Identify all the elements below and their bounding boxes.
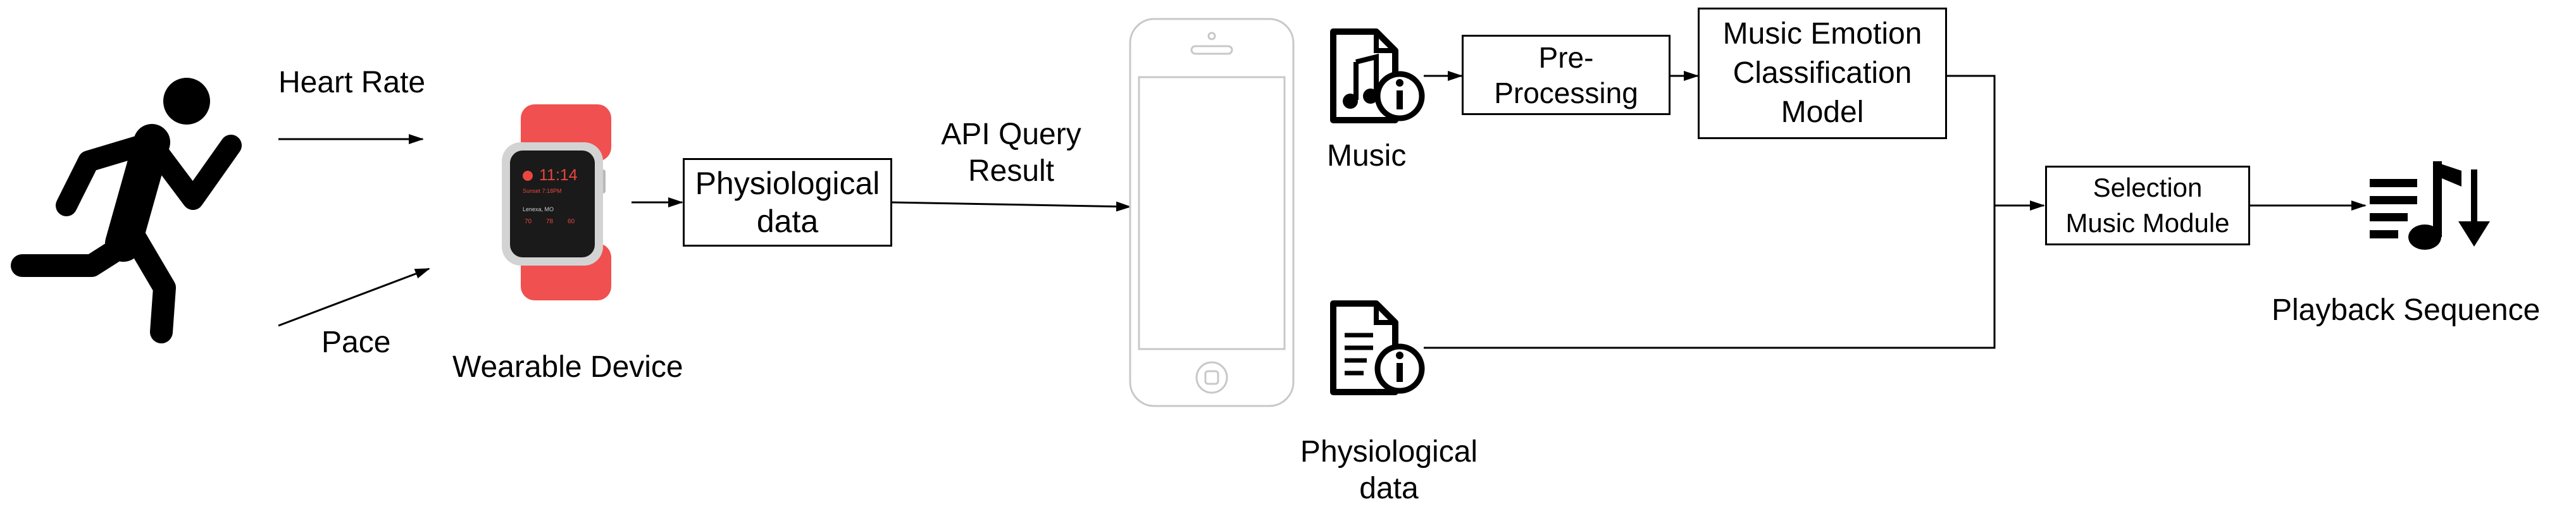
music-emotion-model-box-text: Music Emotion Classification Model — [1722, 17, 1922, 129]
physio-to-selection-connector — [1424, 206, 1996, 349]
smartphone-icon — [1129, 18, 1295, 407]
physiological-data-box: Physiological data — [683, 158, 892, 247]
api-query-result-label: API Query Result — [941, 118, 1081, 188]
watch-line-2: Lenexa, MO — [523, 206, 554, 212]
document-info-icon — [1330, 300, 1425, 395]
watch-time: 11:14 — [539, 166, 578, 184]
music-emotion-model-box: Music Emotion Classification Model — [1698, 8, 1947, 139]
watch-stat-3: 60 — [568, 218, 575, 225]
smartwatch-icon — [502, 104, 611, 300]
physiological-data-box-text: Physiological data — [695, 166, 880, 239]
watch-stat-1: 70 — [525, 218, 532, 225]
pace-label: Pace — [321, 326, 391, 359]
running-person-icon — [11, 78, 242, 343]
pace-arrow — [278, 267, 430, 327]
selection-music-module-box-text: Selection Music Module — [2065, 173, 2230, 238]
pre-processing-box: Pre- Processing — [1462, 35, 1671, 115]
watch-stat-2: 78 — [546, 218, 554, 225]
pre-processing-box-text: Pre- Processing — [1494, 40, 1638, 109]
heart-rate-label: Heart Rate — [278, 66, 426, 99]
music-file-info-icon — [1330, 28, 1425, 123]
box-to-phone-arrow — [892, 201, 1131, 212]
physiological-data-label: Physiological data — [1300, 435, 1478, 505]
wearable-device-label: Wearable Device — [452, 350, 683, 384]
watch-line-1: Sunset 7:18PM — [523, 188, 562, 194]
playlist-download-icon — [2370, 161, 2490, 250]
model-to-selection-connector — [1947, 75, 1996, 206]
playback-sequence-label: Playback Sequence — [2272, 293, 2541, 327]
music-label: Music — [1327, 139, 1407, 173]
selection-music-module-box: Selection Music Module — [2045, 166, 2250, 245]
